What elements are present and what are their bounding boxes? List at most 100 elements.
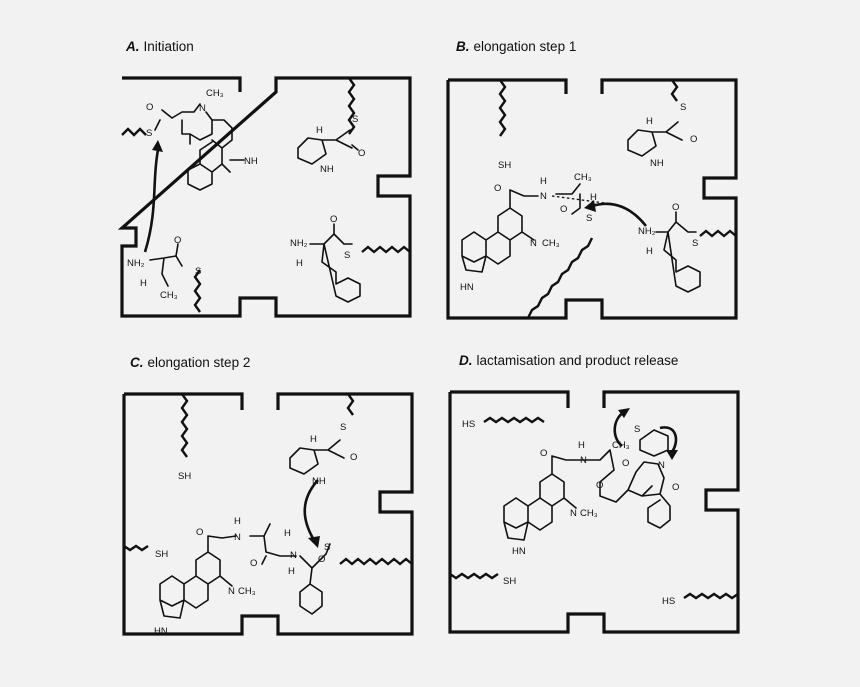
atom-label: CH₃ (580, 508, 598, 519)
panel-b-module-frame (446, 78, 738, 320)
panel-a-tether-1 (121, 127, 147, 137)
atom-label: H (590, 192, 597, 203)
panel-b-sh-tether (498, 79, 507, 137)
panel-c-module-frame (122, 392, 414, 636)
atom-label: O (196, 527, 203, 538)
atom-label: O (622, 458, 629, 469)
atom-label: H (578, 440, 585, 451)
panel-c-sh-tether-2 (123, 544, 149, 552)
atom-label: S (146, 128, 152, 139)
arrowhead (308, 536, 320, 548)
atom-label: SH (178, 471, 191, 482)
panel-a-transfer-arrow (143, 149, 160, 253)
panel-c-tether-3 (346, 393, 355, 416)
atom-label: S (680, 102, 686, 113)
atom-label: CH₃ (160, 290, 178, 301)
atom-label: N (530, 238, 537, 249)
atom-label: O (560, 204, 567, 215)
atom-label: H (140, 278, 147, 289)
atom-label: H (310, 434, 317, 445)
atom-label: S (340, 422, 346, 433)
atom-label: O (672, 482, 679, 493)
atom-label: N (234, 532, 241, 543)
panel-d-hs-tether-1 (483, 416, 545, 424)
atom-label: CH₃ (542, 238, 560, 249)
lysergyl-thioester: O S N CH₃ NH (146, 88, 258, 191)
phenylalanyl-thioester: NH₂ O S H (290, 214, 361, 303)
panel-d-hs-tether-3 (683, 592, 739, 600)
prolyl-thioester: S O H NH (627, 102, 697, 169)
h-bond (551, 195, 613, 205)
atom-label: S (586, 213, 592, 224)
atom-label: SH (155, 549, 168, 560)
alanyl-thioester: NH₂ O S H CH₃ (127, 235, 201, 301)
atom-label: HN (460, 282, 474, 293)
atom-label: H (288, 566, 295, 577)
atom-label: H (646, 116, 653, 127)
panel-b-title: B.elongation step 1 (456, 39, 576, 54)
atom-label: S (634, 424, 640, 435)
atom-label: O (690, 134, 697, 145)
ergotamine-precursor: O N H CH₃ O S O O N N CH₃ HN (503, 424, 679, 557)
lysergyl-alanyl-thioester: O N H CH₃ H O S N CH₃ HN (460, 172, 613, 293)
panel-b: B.elongation step 1 SH O N H CH₃ H O S N… (446, 39, 738, 320)
atom-label: N (540, 191, 547, 202)
panel-c: C.elongation step 2 SH SH O N H H O N H … (122, 355, 414, 637)
atom-label: O (672, 202, 679, 213)
panel-d-module-frame (448, 390, 740, 634)
panel-a-tether-4 (193, 269, 202, 313)
prolyl-thioester: S O H NH (289, 422, 357, 487)
panel-b-dipeptide-tether (526, 237, 594, 319)
atom-label: SH (498, 160, 511, 171)
atom-label: H (540, 176, 547, 187)
atom-label: N (199, 103, 206, 114)
atom-label: S (692, 238, 698, 249)
atom-label: H (284, 528, 291, 539)
atom-label: N (570, 508, 577, 519)
atom-label: HS (662, 596, 675, 607)
panel-d-cyclisation-arrow (659, 426, 678, 453)
atom-label: NH (650, 158, 664, 169)
atom-label: NH₂ (638, 226, 656, 237)
panel-c-attack-arrow (303, 479, 319, 541)
atom-label: O (540, 448, 547, 459)
panel-a-tether-3 (361, 245, 411, 254)
panel-a-module-frame (117, 76, 412, 318)
arrowhead (666, 450, 678, 460)
atom-label: CH₃ (206, 88, 224, 99)
atom-label: CH₃ (574, 172, 592, 183)
atom-label: NH (320, 164, 334, 175)
atom-label: S (195, 266, 201, 277)
atom-label: O (596, 480, 603, 491)
panel-b-attack-arrow (591, 202, 648, 227)
atom-label: CH₃ (238, 586, 256, 597)
atom-label: H (646, 246, 653, 257)
arrowhead (618, 408, 630, 418)
panel-d-sh-tether-2 (449, 572, 499, 580)
atom-label: H (296, 258, 303, 269)
panel-b-tether-2 (670, 79, 679, 102)
atom-label: N (580, 455, 587, 466)
panel-c-sh-tether (180, 393, 189, 458)
lysergyl-alanyl-phenylalanyl-thioester: O N H H O N H N CH₃ HN S O (154, 516, 331, 637)
atom-label: O (318, 554, 325, 565)
panel-a: A.Initiation O S N CH₃ NH S O H NH NH₂ O (117, 39, 412, 318)
atom-label: O (350, 452, 357, 463)
panel-d: D.lactamisation and product release HS S… (448, 353, 740, 634)
atom-label: S (352, 114, 358, 125)
panel-c-tripeptide-tether (339, 557, 413, 566)
atom-label: NH (244, 156, 258, 167)
atom-label: NH₂ (127, 258, 145, 269)
arrowhead (584, 200, 596, 212)
atom-label: NH₂ (290, 238, 308, 249)
atom-label: O (330, 214, 337, 225)
atom-label: H (316, 125, 323, 136)
phenylalanyl-thioester: NH₂ O S H (638, 202, 701, 293)
panel-d-title: D.lactamisation and product release (459, 353, 678, 368)
atom-label: O (146, 102, 153, 113)
atom-label: NH (312, 476, 326, 487)
atom-label: HS (462, 419, 475, 430)
atom-label: H (234, 516, 241, 527)
atom-label: O (250, 558, 257, 569)
